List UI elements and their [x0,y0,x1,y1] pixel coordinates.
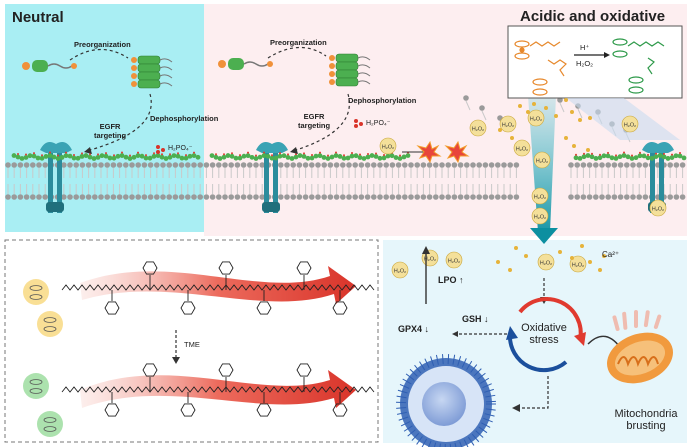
preorganized-cluster-acidic [329,53,371,87]
mito-line2: brusting [626,420,666,432]
svg-text:H₂O₂: H₂O₂ [516,146,528,152]
neutral-panel [5,4,204,232]
svg-text:H₂O₂: H₂O₂ [424,256,436,262]
dephosphorylation-arrow-neutral [89,93,152,151]
arrowhead [290,147,298,154]
preorganization-arrow-acidic [267,46,327,59]
ferroptotic-cell-icon [396,354,496,447]
released-ions [496,98,606,272]
gsh-label: GSH ↓ [462,314,489,324]
preorganized-cluster-neutral [131,55,173,89]
egfr-line1: EGFR [99,122,121,131]
arrowhead [506,326,518,340]
peptide-backbone-bottom [61,363,375,417]
svg-text:H₂O₂: H₂O₂ [536,158,548,164]
mitochondria-icon [607,310,673,384]
dephosphorylation-label-neutral: Dephosphorylation [150,114,219,123]
gpx4-label: GPX4 ↓ [398,324,430,334]
phosphate-label-acidic: H₂PO₄⁻ [366,120,391,127]
h2o2-bubbles: H₂O₂ H₂O₂ H₂O₂ H₂O₂ H₂O₂ H₂O₂ H₂O₂ H₂O₂ H₂O₂ H₂O₂… [379,109,667,279]
ferrocenium-molecule-icon [612,38,665,94]
dephosphorylation-arrow-acidic [295,93,350,151]
cycle-ring-red [518,297,583,341]
chem-panel [4,239,379,443]
svg-text:H₂O₂: H₂O₂ [394,268,406,274]
mito-line1: Mitochondria [614,408,678,420]
egfr-receptor-neutral [40,142,72,213]
preorganization-arrow-neutral [69,48,129,61]
svg-text:H₂O₂: H₂O₂ [382,144,394,150]
preorganization-label-neutral: Preorganization [74,40,131,49]
arrowhead [422,246,430,254]
arrowhead [84,147,92,154]
tme-label: TME [184,340,200,349]
arrowhead [172,357,180,364]
lpo-label: LPO ↑ [438,275,464,285]
monomer-neutral [22,60,77,72]
peptide-assembly-neutral [11,151,201,161]
svg-text:H₂O₂: H₂O₂ [540,260,552,266]
acidic-title: Acidic and oxidative [520,8,666,25]
beam-arrow-head [530,228,558,244]
phosphate-label-neutral: H₂PO₄⁻ [168,145,193,152]
cycle-ring-blue [507,333,568,373]
svg-text:H₂O₂: H₂O₂ [652,206,664,212]
egfr-receptor-acidic [256,142,288,213]
calcium-label: Ca²⁺ [602,250,620,259]
peptide-assembly-right [573,151,687,161]
svg-text:H₂O₂: H₂O₂ [502,122,514,128]
inset-connector [566,98,680,140]
oxidation-burst-icons [416,140,470,164]
neutral-title: Neutral [12,9,64,26]
fc-badge-top-1 [23,279,49,305]
ferrocene-molecule-icon [514,40,567,96]
red-ribbon-arrow-bottom [80,370,356,408]
reaction-inset [507,25,683,99]
svg-text:H₂O₂: H₂O₂ [530,116,542,122]
svg-text:H₂O₂: H₂O₂ [572,262,584,268]
oxidative-line2: stress [529,334,559,346]
svg-text:H₂O₂: H₂O₂ [448,258,460,264]
arrowhead [452,331,458,337]
egfr-line2: targeting [94,131,127,140]
arrowhead [512,404,520,412]
fc-badge-bottom-2 [37,411,63,437]
peptide-assembly-acidic [209,151,411,161]
svg-text:H₂O₂: H₂O₂ [534,214,546,220]
svg-text:H₂O₂: H₂O₂ [534,194,546,200]
arrowhead [574,332,586,346]
fc-badge-bottom-1 [23,373,49,399]
egfr-line2: targeting [298,121,331,130]
lipid-bilayer [5,95,686,200]
monomer-acidic [218,58,273,70]
phosphate-dots [156,119,363,154]
oxidative-line1: Oxidative [521,322,567,334]
ferrocene-rings [29,285,57,432]
inset-reaction-arrowhead [604,52,610,58]
peptide-backbone-top [61,261,375,315]
egfr-line1: EGFR [303,112,325,121]
preorganization-label-acidic: Preorganization [270,38,327,47]
inset-reaction-bottom: H₂O₂ [576,59,594,68]
dephosphorylation-label-acidic: Dephosphorylation [348,96,417,105]
svg-text:H₂O₂: H₂O₂ [472,126,484,132]
svg-text:H₂O₂: H₂O₂ [624,122,636,128]
to-cell-arrow [518,376,549,409]
inset-reaction-top: H⁺ [580,43,590,52]
fc-badge-top-2 [37,311,63,337]
